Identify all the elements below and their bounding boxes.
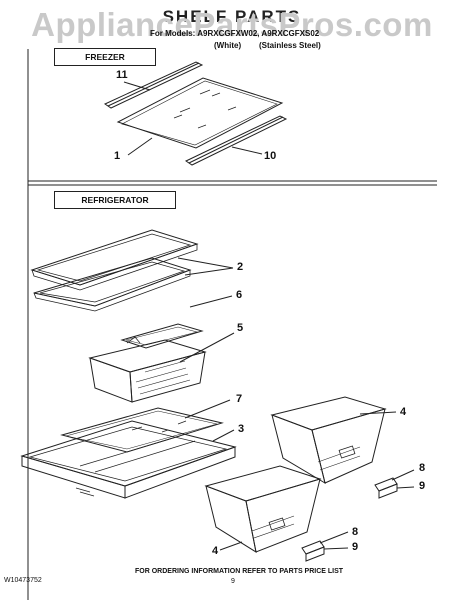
callout-8-upper: 8	[419, 462, 426, 474]
callout-6: 6	[236, 289, 243, 301]
leader-line-5	[179, 332, 235, 363]
freezer-shelf-rail-right	[184, 115, 288, 166]
callout-11: 11	[116, 69, 128, 81]
crisper-pan-right-upper	[270, 396, 387, 485]
callout-5: 5	[237, 322, 244, 334]
leader-line-11	[123, 81, 151, 91]
callout-9-upper: 9	[419, 480, 426, 492]
callout-7: 7	[236, 393, 243, 405]
variant-stainless: (Stainless Steel)	[259, 41, 321, 50]
crisper-frame	[20, 420, 237, 499]
page-title: SHELF PARTS	[162, 7, 302, 26]
callout-4-lower: 4	[212, 545, 219, 557]
leader-line-7	[184, 399, 231, 419]
watermark: AppliancePartsPros.com	[31, 6, 433, 43]
leader-line-4-lower	[219, 541, 243, 551]
crisper-glass-cover	[60, 407, 224, 453]
humidity-control-lower	[301, 540, 325, 562]
models-line: For Models: A9RXCGFXW02, A9RXCGFXS02	[150, 29, 320, 38]
document-number: W10473752	[4, 577, 42, 584]
ordering-note: FOR ORDERING INFORMATION REFER TO PARTS …	[135, 568, 344, 575]
leader-line-3	[212, 429, 235, 442]
crisper-pan-center	[88, 336, 207, 403]
callout-4-upper: 4	[400, 406, 407, 418]
callout-1: 1	[114, 150, 121, 162]
leader-line-4-upper	[359, 411, 397, 415]
leader-line-6	[189, 295, 233, 308]
callout-9-lower: 9	[352, 541, 359, 553]
callout-10: 10	[264, 150, 277, 162]
leader-line-2a	[177, 257, 234, 269]
refrigerator-section-label: REFRIGERATOR	[54, 191, 176, 209]
leader-line-9-lower	[323, 547, 349, 550]
leader-line-9-upper	[396, 486, 415, 489]
page-number: 9	[231, 578, 235, 585]
freezer-section-label: FREEZER	[54, 48, 156, 66]
callout-3: 3	[238, 423, 245, 435]
humidity-control-upper	[374, 477, 398, 499]
leader-line-8-lower	[319, 531, 349, 544]
refrigerator-shelf-upper	[30, 229, 199, 291]
variant-white: (White)	[214, 41, 242, 50]
freezer-shelf-rail-left	[103, 61, 204, 109]
callout-8-lower: 8	[352, 526, 359, 538]
freezer-glass-shelf	[116, 77, 284, 149]
leader-line-1	[127, 137, 153, 156]
leader-line-8-upper	[391, 469, 415, 481]
leader-line-2b	[184, 267, 234, 276]
crisper-pan-right-lower	[204, 465, 322, 554]
refrigerator-shelf-lower	[33, 257, 192, 312]
crisper-cover-frame	[120, 323, 204, 349]
callout-2: 2	[237, 261, 244, 273]
leader-line-10	[231, 146, 263, 155]
